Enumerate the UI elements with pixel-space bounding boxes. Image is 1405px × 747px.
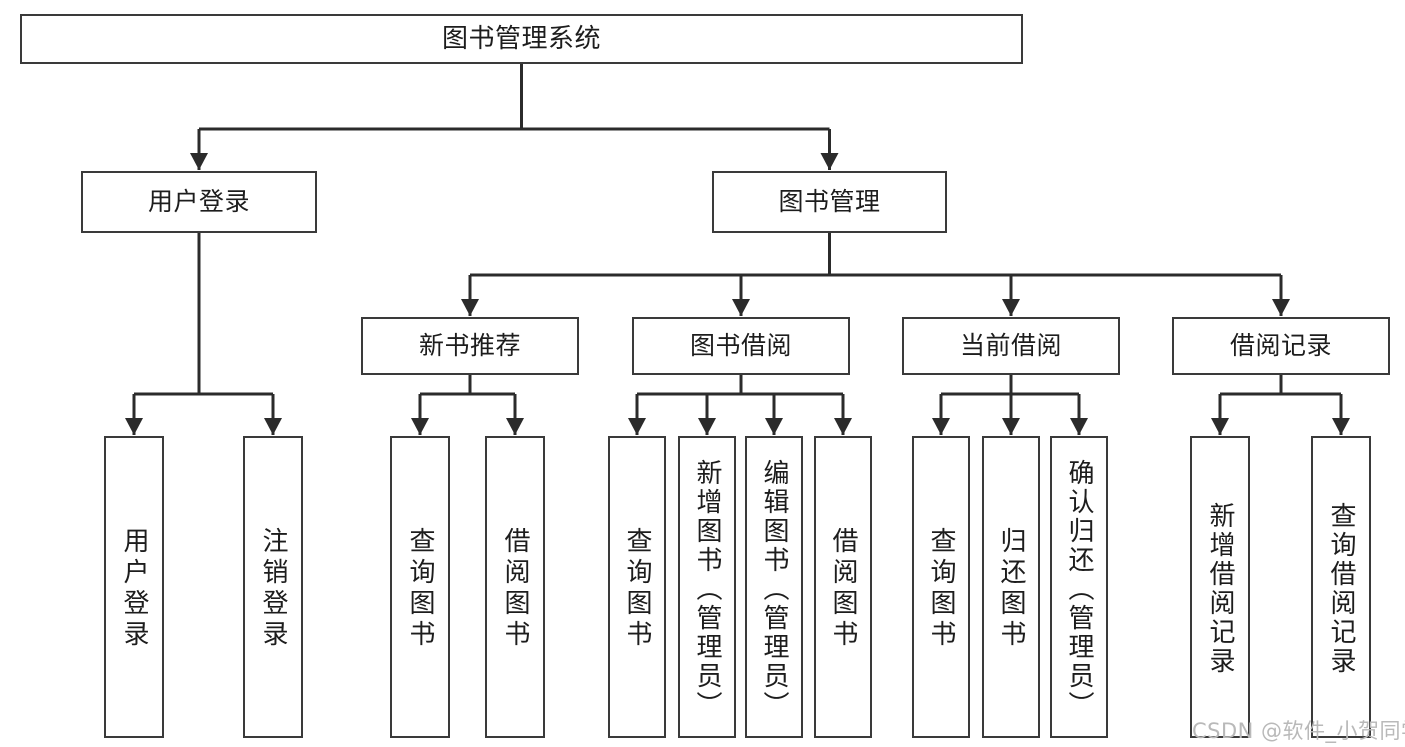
node-label: 借阅记录 <box>1229 331 1332 361</box>
node-label: 确认归还（管理员） <box>1064 458 1094 720</box>
node-leaf13[interactable]: 查询借阅记录 <box>1311 436 1371 738</box>
node-label: 借阅图书 <box>500 527 530 651</box>
node-current[interactable]: 当前借阅 <box>902 317 1120 375</box>
node-leaf3[interactable]: 查询图书 <box>390 436 450 738</box>
connector-arrowhead <box>732 299 750 316</box>
node-records[interactable]: 借阅记录 <box>1172 317 1390 375</box>
node-label: 用户登录 <box>147 187 250 217</box>
node-label: 当前借阅 <box>959 331 1062 361</box>
connector-arrowhead <box>820 153 839 170</box>
node-label: 归还图书 <box>996 527 1026 651</box>
node-leaf8[interactable]: 借阅图书 <box>814 436 872 738</box>
node-label: 借阅图书 <box>828 527 858 651</box>
node-label: 图书管理系统 <box>441 23 601 54</box>
node-leaf7[interactable]: 编辑图书（管理员） <box>745 436 803 738</box>
connector-arrowhead <box>1211 418 1229 435</box>
node-login[interactable]: 用户登录 <box>81 171 317 233</box>
node-borrow[interactable]: 图书借阅 <box>632 317 850 375</box>
node-leaf12[interactable]: 新增借阅记录 <box>1190 436 1250 738</box>
node-label: 新书推荐 <box>418 331 521 361</box>
connector-arrowhead <box>461 299 479 316</box>
node-label: 新增图书（管理员） <box>692 458 722 720</box>
node-leaf4[interactable]: 借阅图书 <box>485 436 545 738</box>
node-label: 查询图书 <box>926 527 956 651</box>
connector-arrowhead <box>125 418 143 435</box>
node-leaf1[interactable]: 用户登录 <box>104 436 164 738</box>
node-label: 图书管理 <box>778 187 881 217</box>
connector-arrowhead <box>1070 418 1088 435</box>
connector-arrowhead <box>932 418 950 435</box>
connector-arrowhead <box>1332 418 1350 435</box>
connector-arrowhead <box>1272 299 1290 316</box>
node-bookmgmt[interactable]: 图书管理 <box>712 171 947 233</box>
connector-arrowhead <box>628 418 646 435</box>
node-label: 图书借阅 <box>689 331 792 361</box>
node-label: 查询借阅记录 <box>1326 502 1356 676</box>
connector-arrowhead <box>190 153 208 170</box>
node-label: 注销登录 <box>258 527 288 651</box>
connector-arrowhead <box>765 418 783 435</box>
node-label: 查询图书 <box>405 527 435 651</box>
connector-arrowhead <box>698 418 716 435</box>
connector-arrowhead <box>264 418 282 435</box>
csdn-watermark: CSDN @软件_小贺同学 <box>1192 719 1405 743</box>
node-leaf2[interactable]: 注销登录 <box>243 436 303 738</box>
connector-arrowhead <box>1002 418 1020 435</box>
connector-arrowhead <box>834 418 852 435</box>
connector-arrowhead <box>411 418 429 435</box>
node-label: 用户登录 <box>119 527 149 651</box>
node-label: 查询图书 <box>622 527 652 651</box>
connector-arrowhead <box>1002 299 1020 316</box>
node-leaf5[interactable]: 查询图书 <box>608 436 666 738</box>
connector-arrowhead <box>506 418 524 435</box>
node-label: 新增借阅记录 <box>1205 502 1235 676</box>
node-leaf11[interactable]: 确认归还（管理员） <box>1050 436 1108 738</box>
node-label: 编辑图书（管理员） <box>759 458 789 720</box>
node-leaf9[interactable]: 查询图书 <box>912 436 970 738</box>
node-leaf6[interactable]: 新增图书（管理员） <box>678 436 736 738</box>
node-leaf10[interactable]: 归还图书 <box>982 436 1040 738</box>
node-newbook[interactable]: 新书推荐 <box>361 317 579 375</box>
node-root[interactable]: 图书管理系统 <box>20 14 1023 64</box>
